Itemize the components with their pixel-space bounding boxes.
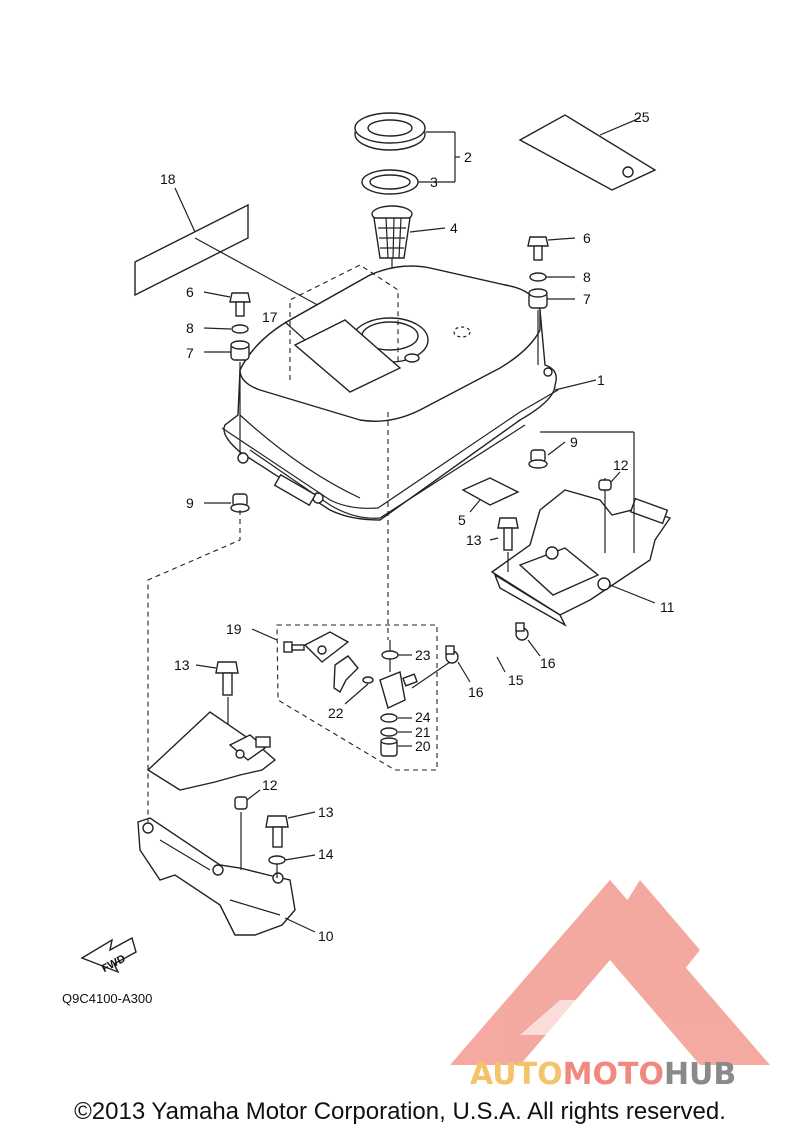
callout-6-right: 6 — [583, 230, 591, 246]
callout-23: 23 — [415, 647, 431, 663]
fwd-arrow-icon: FWD — [80, 936, 137, 975]
part-21-gasket — [380, 727, 398, 737]
callout-12-left: 12 — [262, 777, 278, 793]
callout-12-right: 12 — [613, 457, 629, 473]
part-14-washer — [268, 855, 286, 865]
part-8-washer-right — [529, 272, 547, 282]
diagram-code: Q9C4100-A300 — [62, 991, 152, 1006]
callout-15: 15 — [508, 672, 524, 688]
part-12-nut-left — [234, 796, 248, 810]
watermark-auto: AUTO — [470, 1057, 563, 1092]
callout-19: 19 — [226, 621, 242, 637]
callout-16-right: 16 — [540, 655, 556, 671]
part-20-fuel-cock-body — [379, 640, 418, 709]
part-5-pad — [461, 477, 520, 506]
part-9-damper-right — [528, 449, 548, 469]
watermark-text: AUTOMOTOHUB — [470, 1057, 736, 1092]
callout-8-left: 8 — [186, 320, 194, 336]
callout-18: 18 — [160, 171, 176, 187]
part-23-washer — [381, 650, 399, 660]
part-19-fuel-cock-plate — [303, 631, 350, 663]
part-10-lower-bracket — [146, 711, 277, 791]
watermark-logo — [450, 880, 770, 1065]
callout-22: 22 — [328, 705, 344, 721]
callout-10: 10 — [318, 928, 334, 944]
callout-20: 20 — [415, 738, 431, 754]
callout-13-right: 13 — [466, 532, 482, 548]
callout-8-right: 8 — [583, 269, 591, 285]
part-9-damper-left — [230, 493, 250, 513]
callout-1: 1 — [597, 372, 605, 388]
callout-2: 2 — [464, 149, 472, 165]
callout-7-right: 7 — [583, 291, 591, 307]
callout-9-left: 9 — [186, 495, 194, 511]
part-10-frame-bracket — [137, 817, 296, 936]
part-2-fuel-cap — [354, 112, 426, 151]
callout-17: 17 — [262, 309, 278, 325]
callout-13-lower: 13 — [318, 804, 334, 820]
part-13-bolt-right — [497, 517, 519, 551]
callout-11: 11 — [660, 599, 675, 615]
copyright-text: ©2013 Yamaha Motor Corporation, U.S.A. A… — [74, 1098, 726, 1125]
callout-4: 4 — [450, 220, 458, 236]
part-6-bolt-left — [229, 292, 251, 317]
callout-13-left: 13 — [174, 657, 190, 673]
part-3-cap-gasket — [361, 169, 419, 195]
callout-14: 14 — [318, 846, 334, 862]
part-13-bolt-lower — [265, 815, 289, 848]
part-16-clamp-right — [515, 622, 529, 641]
callout-21: 21 — [415, 724, 431, 740]
part-8-washer-left — [231, 324, 249, 334]
part-16-clamp-left — [445, 645, 459, 664]
callout-6-left: 6 — [186, 284, 194, 300]
callout-7-left: 7 — [186, 345, 194, 361]
watermark-hub: HUB — [664, 1057, 736, 1092]
part-12-nut-right — [598, 479, 612, 491]
callout-24: 24 — [415, 709, 431, 725]
part-22-lever — [333, 655, 374, 694]
part-20-cup — [380, 737, 398, 757]
part-7-grommet-left — [230, 340, 250, 361]
part-25-label-plate — [518, 114, 657, 191]
part-4-fuel-strainer — [371, 205, 413, 259]
callout-16-left: 16 — [468, 684, 484, 700]
part-11-bracket-right — [490, 489, 672, 627]
part-1-fuel-tank — [221, 265, 559, 521]
callout-9-right: 9 — [570, 434, 578, 450]
part-15-fuel-hose — [459, 629, 521, 662]
part-17-tank-label — [284, 319, 402, 393]
part-13-bolt-left — [215, 661, 239, 696]
callout-25: 25 — [634, 109, 650, 125]
callout-3: 3 — [430, 174, 438, 190]
watermark-moto: MOTO — [563, 1057, 664, 1092]
part-24-oring — [380, 713, 398, 723]
part-6-bolt-right — [527, 236, 549, 261]
part-7-grommet-right — [528, 288, 548, 309]
part-19-screw — [283, 641, 305, 653]
callout-5: 5 — [458, 512, 466, 528]
